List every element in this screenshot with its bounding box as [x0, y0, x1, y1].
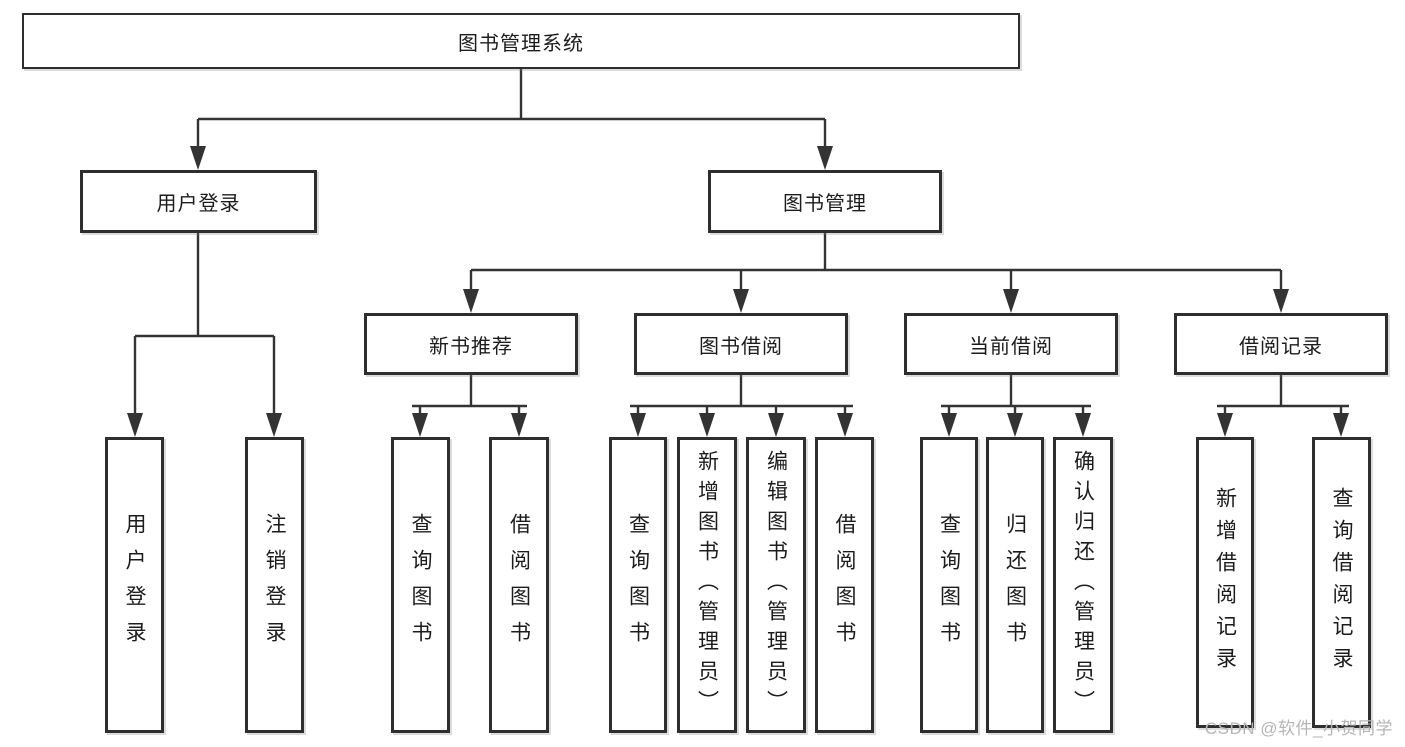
node-book-borrow: 图书借阅 [634, 313, 848, 375]
leaf-current-query-book: 查询图书 [920, 437, 978, 733]
leaf-recommend-borrow-book: 借阅图书 [489, 437, 549, 733]
node-label: 用户登录 [123, 513, 146, 657]
node-label: 查询图书 [626, 513, 650, 657]
leaf-borrow-borrow-book: 借阅图书 [815, 437, 874, 733]
node-label: 借阅图书 [833, 513, 856, 657]
leaf-recommend-query-book: 查询图书 [391, 437, 450, 733]
node-label: 编辑图书（管理员） [764, 450, 788, 720]
leaf-current-confirm-return-admin: 确认归还（管理员） [1053, 437, 1113, 733]
node-label: 借阅图书 [507, 513, 531, 657]
node-label: 图书管理 [783, 193, 867, 215]
node-label: 查询图书 [937, 513, 961, 657]
leaf-borrow-query-book: 查询图书 [609, 437, 667, 733]
leaf-records-add-record: 新增借阅记录 [1196, 437, 1254, 728]
node-label: 图书管理系统 [458, 32, 584, 55]
node-label: 用户登录 [156, 193, 241, 215]
node-book-management: 图书管理 [708, 170, 942, 233]
node-borrow-records: 借阅记录 [1174, 313, 1388, 375]
leaf-logout: 注销登录 [245, 437, 304, 733]
leaf-current-return-book: 归还图书 [986, 437, 1044, 733]
node-label: 归还图书 [1003, 513, 1027, 657]
node-label: 注销登录 [263, 513, 286, 657]
leaf-borrow-edit-book-admin: 编辑图书（管理员） [746, 437, 806, 733]
node-root: 图书管理系统 [22, 13, 1020, 69]
node-user-login: 用户登录 [80, 170, 317, 233]
node-label: 当前借阅 [969, 335, 1053, 358]
node-label: 图书借阅 [699, 335, 783, 358]
node-label: 新增借阅记录 [1213, 486, 1237, 679]
node-new-book-recommend: 新书推荐 [364, 313, 578, 375]
node-label: 新书推荐 [429, 335, 513, 358]
node-label: 确认归还（管理员） [1071, 450, 1095, 720]
leaf-borrow-add-book-admin: 新增图书（管理员） [677, 437, 737, 733]
arrowheads [127, 146, 1349, 437]
node-current-borrow: 当前借阅 [904, 313, 1118, 375]
node-label: 查询借阅记录 [1330, 486, 1353, 679]
leaf-user-login: 用户登录 [105, 437, 164, 733]
csdn-watermark: CSDN @软件_小贺同学 [1204, 719, 1393, 738]
leaf-records-query-record: 查询借阅记录 [1312, 437, 1371, 728]
node-label: 查询图书 [409, 513, 432, 657]
node-label: 新增图书（管理员） [695, 450, 719, 720]
node-label: 借阅记录 [1239, 335, 1323, 358]
